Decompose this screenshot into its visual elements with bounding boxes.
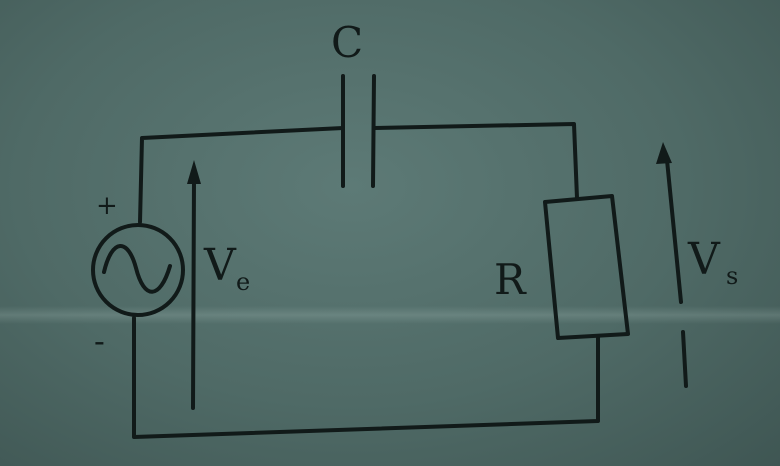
capacitor-label: C <box>331 18 363 67</box>
ve-label-subscript: e <box>236 268 250 296</box>
top-right-wire <box>372 122 579 200</box>
vs-arrow-head <box>656 142 672 164</box>
output-voltage-arrow <box>656 142 688 388</box>
top-left-wire <box>138 126 345 224</box>
resistor-body <box>543 194 630 340</box>
ac-source-icon <box>91 223 185 317</box>
resistor-label: R <box>494 255 527 304</box>
vs-label-main: V <box>687 234 721 285</box>
bottom-wire <box>132 316 600 439</box>
plus-sign: + <box>96 191 118 221</box>
resistor-icon <box>543 194 630 340</box>
output-voltage-label: V s <box>687 234 738 290</box>
vs-label-subscript: s <box>726 262 738 290</box>
vs-arrow-shaft-upper <box>665 158 683 304</box>
capacitor-icon <box>341 74 376 188</box>
sine-wave <box>102 244 172 294</box>
minus-sign: - <box>94 322 105 360</box>
capacitor-plate-right <box>371 74 376 188</box>
input-voltage-label: V e <box>203 240 250 296</box>
source-circle <box>91 223 185 317</box>
ve-arrow-head <box>187 160 201 184</box>
vs-arrow-shaft-lower <box>681 330 688 388</box>
ve-arrow-shaft <box>191 176 196 410</box>
ve-label-main: V <box>203 240 237 291</box>
input-voltage-arrow <box>187 160 201 410</box>
